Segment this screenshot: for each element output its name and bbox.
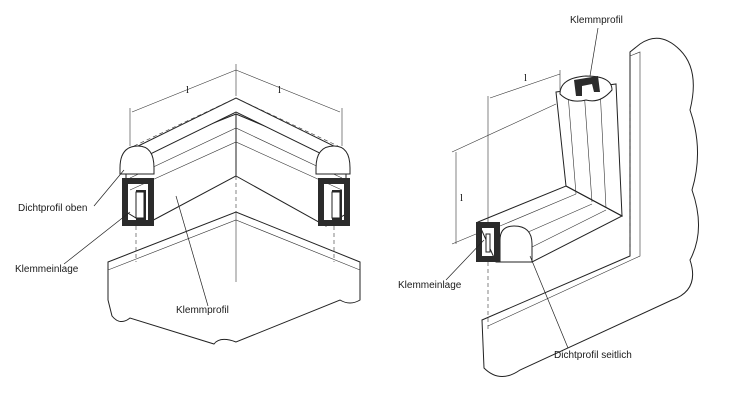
- left-dim-line-b: [235, 69, 343, 146]
- right-dim-side: [451, 103, 557, 245]
- horizontal-end-insert: [485, 233, 491, 253]
- right-projection-lines: [487, 100, 631, 330]
- right-wall-panel: [481, 37, 700, 377]
- leader-dichtprofil-oben: [93, 169, 125, 207]
- label-klemmeinlage-right: Klemmeinlage: [398, 280, 462, 291]
- left-bulb-seal: [119, 145, 155, 175]
- horizontal-end-clamp: [476, 222, 500, 262]
- horizontal-end-bulb: [499, 225, 533, 263]
- leader-klemmprofil-left: [175, 195, 209, 307]
- leader-dichtprofil-seitlich: [529, 255, 569, 349]
- right-clamp-insert: [331, 191, 341, 219]
- dim-mark-left-a: l: [186, 84, 190, 96]
- vertical-profile-body: [555, 83, 623, 217]
- right-wall-inner-edge: [487, 51, 641, 327]
- left-clamp-insert: [135, 191, 145, 219]
- leader-klemmeinlage-right: [445, 239, 485, 281]
- left-dim-line-a: [129, 64, 237, 146]
- horizontal-profile-body: [477, 185, 624, 263]
- vertical-top-clamp: [574, 76, 600, 96]
- label-klemmprofil-left: Klemmprofil: [176, 305, 229, 316]
- label-dichtprofil-seitlich: Dichtprofil seitlich: [554, 350, 632, 361]
- right-dim-top: [487, 70, 561, 222]
- leader-klemmeinlage-left: [63, 211, 131, 265]
- vertical-profile-lines: [567, 87, 607, 209]
- vertical-top-bulb: [559, 75, 613, 102]
- dim-mark-right-side: l: [460, 192, 464, 204]
- left-projection-lines: [135, 176, 335, 262]
- wing-edge-lines: [129, 127, 343, 191]
- label-klemmeinlage-left: Klemmeinlage: [15, 264, 79, 275]
- left-corner-assembly: [63, 64, 361, 345]
- top-seal-dashes: [133, 97, 339, 147]
- left-panel-edge: [107, 219, 361, 271]
- label-klemmprofil-right: Klemmprofil: [570, 15, 623, 26]
- right-corner-assembly: [445, 27, 700, 377]
- label-dichtprofil-oben: Dichtprofil oben: [18, 203, 88, 214]
- dim-mark-right-top: l: [524, 72, 528, 84]
- leader-klemmprofil-right: [589, 27, 599, 77]
- left-panel-outline: [107, 211, 361, 345]
- right-bulb-seal: [315, 145, 351, 175]
- dim-mark-left-b: l: [278, 84, 282, 96]
